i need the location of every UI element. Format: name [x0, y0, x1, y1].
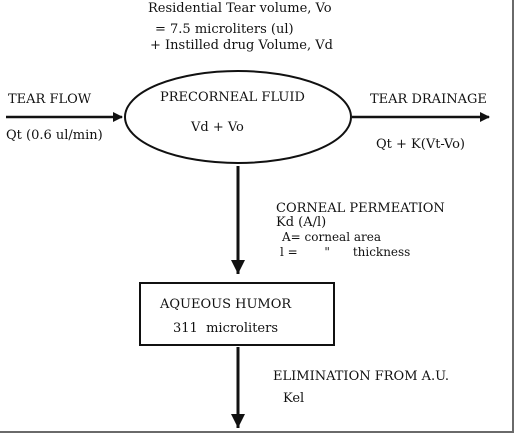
precorneal-fluid-ellipse [124, 70, 352, 164]
aqueous-humor-volume: 311 microliters [173, 321, 279, 336]
elimination-label: ELIMINATION FROM A.U. [273, 369, 450, 384]
tear-drainage-label: TEAR DRAINAGE [370, 92, 487, 107]
corneal-permeation-formula: Kd (A/l) [276, 215, 327, 230]
residential-volume-line-1: Residential Tear volume, Vo [148, 1, 332, 16]
precorneal-fluid-title: PRECORNEAL FLUID [160, 90, 305, 105]
elimination-rate: Kel [283, 391, 305, 406]
residential-volume-line-3: + Instilled drug Volume, Vd [150, 38, 333, 53]
tear-flow-rate: Qt (0.6 ul/min) [6, 128, 103, 143]
tear-drainage-formula: Qt + K(Vt-Vo) [376, 137, 465, 152]
aqueous-humor-title: AQUEOUS HUMOR [160, 297, 292, 312]
residential-volume-line-2: = 7.5 microliters (ul) [155, 22, 294, 37]
tear-flow-label: TEAR FLOW [8, 92, 92, 107]
corneal-permeation-label: CORNEAL PERMEATION [276, 201, 445, 216]
corneal-area-definition: A= corneal area [282, 230, 381, 244]
thickness-definition: l = " thickness [280, 245, 411, 259]
aqueous-humor-box [139, 282, 335, 346]
precorneal-fluid-formula: Vd + Vo [191, 120, 244, 135]
